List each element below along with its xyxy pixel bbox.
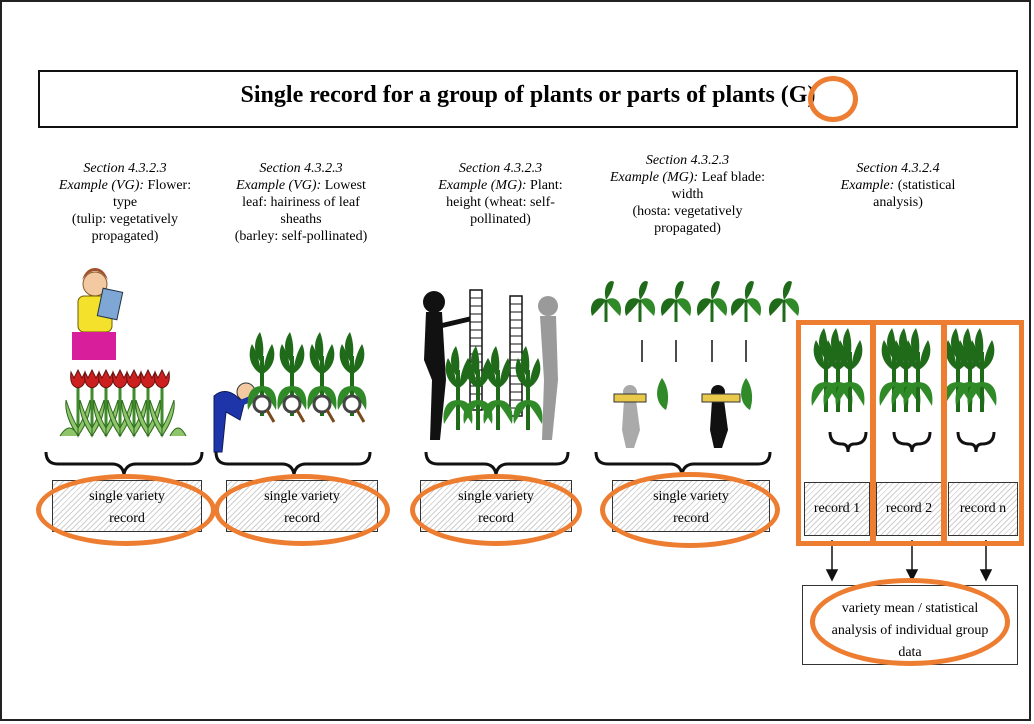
caption-barley: Section 4.3.2.3 Example (VG): Lowest lea…: [216, 160, 386, 245]
wheat-row-icon: [441, 344, 545, 432]
section-label: Section 4.3.2.3: [259, 161, 343, 176]
caption-line: height (wheat: self-: [446, 195, 555, 210]
caption-line: sheaths: [280, 212, 322, 227]
barley-row-icon: [245, 330, 369, 424]
example-label: Example (MG):: [438, 178, 527, 193]
highlight-ring: [410, 474, 582, 546]
caption-line: Leaf blade:: [701, 170, 766, 185]
example-label: Example (MG):: [609, 170, 699, 185]
caption-line: pollinated): [470, 212, 531, 227]
caption-line: type: [112, 195, 138, 210]
caption-tulip: Section 4.3.2.3 Example (VG): Flower: ty…: [50, 160, 200, 245]
example-label: Example (VG):: [236, 178, 322, 193]
highlight-rect-n: [942, 320, 1024, 546]
title-box: Single record for a group of plants or p…: [38, 70, 1018, 128]
woman-with-clipboard-icon: [72, 268, 124, 360]
highlight-rect-2: [870, 320, 946, 546]
leaf-measurer-icon: [613, 378, 753, 448]
caption-hosta: Section 4.3.2.3 Example (MG): Leaf blade…: [600, 152, 775, 237]
highlight-ring: [214, 474, 390, 546]
caption-line: (statistical: [897, 178, 956, 193]
section-label: Section 4.3.2.3: [83, 161, 167, 176]
caption-line: propagated): [91, 229, 159, 244]
caption-wheat: Section 4.3.2.3 Example (MG): Plant: hei…: [418, 160, 583, 228]
caption-line: (tulip: vegetatively: [71, 212, 179, 227]
record-label: record 1: [813, 501, 861, 516]
caption-line: leaf: hairiness of leaf: [242, 195, 360, 210]
caption-line: width: [671, 187, 704, 202]
record-box-2: record 2: [876, 482, 942, 536]
section-label: Section 4.3.2.3: [458, 161, 543, 176]
highlight-ring: [810, 578, 1010, 666]
highlight-ring: [600, 472, 780, 548]
caption-line: (barley: self-pollinated): [234, 229, 368, 244]
g-highlight-circle: [808, 76, 858, 122]
caption-statistical: Section 4.3.2.4 Example: (statistical an…: [818, 160, 978, 211]
caption-line: analysis): [873, 195, 923, 210]
example-label: Example:: [840, 178, 895, 193]
section-label: Section 4.3.2.3: [645, 153, 730, 168]
example-label: Example (VG):: [58, 178, 145, 193]
down-arrows: [641, 340, 747, 362]
caption-line: Plant:: [530, 178, 563, 193]
caption-line: (hosta: vegetatively: [632, 204, 743, 219]
caption-line: Lowest: [324, 178, 366, 193]
section-label: Section 4.3.2.4: [856, 161, 940, 176]
hosta-row-icon: [589, 279, 801, 324]
measuring-people-icon: [423, 291, 558, 440]
arrows-to-summary: [825, 540, 993, 582]
record-box-n: record n: [948, 482, 1018, 536]
record-box-1: record 1: [804, 482, 870, 536]
record-label: record 2: [885, 501, 933, 516]
record-label: record n: [959, 501, 1007, 516]
highlight-ring: [36, 474, 216, 546]
title: Single record for a group of plants or p…: [240, 82, 816, 108]
caption-line: Flower:: [147, 178, 192, 193]
tulip-row-icon: [59, 368, 187, 438]
highlight-rect-1: [796, 320, 876, 546]
caption-line: propagated): [654, 221, 721, 236]
